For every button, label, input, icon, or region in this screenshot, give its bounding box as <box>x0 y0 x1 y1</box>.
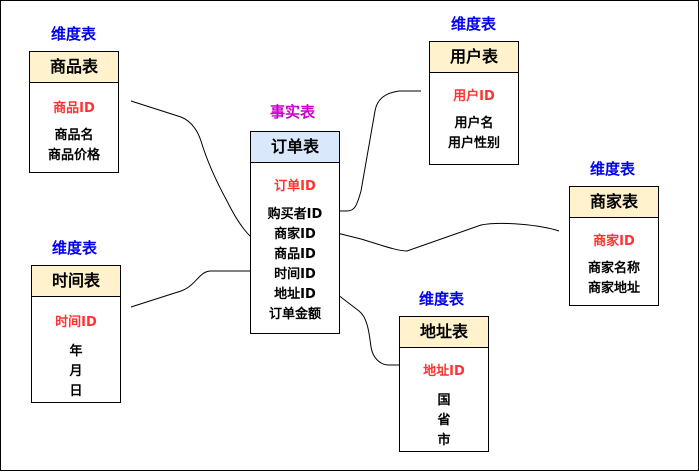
foreign-key-goods: 商品ID <box>274 247 316 262</box>
relation-goods-order <box>130 100 270 250</box>
primary-key: 商品ID <box>53 101 95 116</box>
relation-user-order <box>333 90 421 212</box>
primary-key: 时间ID <box>55 315 97 330</box>
primary-key: 订单ID <box>274 179 316 194</box>
dimension-label-time: 维度表 <box>52 239 98 257</box>
table-title: 时间表 <box>32 266 120 297</box>
dimension-label-goods: 维度表 <box>51 25 97 43</box>
attribute-field: 用户名 <box>454 116 494 131</box>
fact-table-order: 订单表 订单ID 购买者ID 商家ID 商品ID 时间ID 地址ID 订单金额 <box>250 131 340 334</box>
dimension-label-merchant: 维度表 <box>590 160 636 178</box>
attribute-field: 省 <box>437 413 451 428</box>
dimension-table-merchant: 商家表 商家ID 商家名称 商家地址 <box>569 186 659 306</box>
dimension-table-address: 地址表 地址ID 国 省 市 <box>399 316 489 452</box>
measure-amount: 订单金额 <box>268 307 321 322</box>
dimension-table-user: 用户表 用户ID 用户名 用户性别 <box>429 41 519 165</box>
foreign-key-address: 地址ID <box>274 287 316 302</box>
primary-key: 商家ID <box>593 234 635 249</box>
attribute-field: 商家地址 <box>587 281 640 296</box>
table-title: 商品表 <box>30 52 118 83</box>
attribute-field: 国 <box>437 393 451 408</box>
attribute-field: 商家名称 <box>587 261 640 276</box>
relation-time-order <box>130 270 269 308</box>
attribute-field: 商品价格 <box>47 148 100 163</box>
attribute-field: 市 <box>437 433 451 448</box>
foreign-key-buyer: 购买者ID <box>267 207 323 222</box>
foreign-key-time: 时间ID <box>274 267 316 282</box>
attribute-field: 商品名 <box>54 128 94 143</box>
attribute-field: 日 <box>69 384 83 399</box>
primary-key: 地址ID <box>423 364 465 379</box>
table-title: 地址表 <box>400 317 488 348</box>
attribute-field: 月 <box>69 364 83 379</box>
relation-merchant-order <box>332 222 560 252</box>
dimension-label-address: 维度表 <box>419 290 465 308</box>
relation-address-order <box>332 290 399 366</box>
table-title: 订单表 <box>251 132 339 163</box>
primary-key: 用户ID <box>453 89 495 104</box>
dimension-label-user: 维度表 <box>451 15 497 33</box>
dimension-table-time: 时间表 时间ID 年 月 日 <box>31 265 121 403</box>
table-title: 商家表 <box>570 187 658 218</box>
foreign-key-merchant: 商家ID <box>274 227 316 242</box>
table-title: 用户表 <box>430 42 518 73</box>
fact-table-label: 事实表 <box>270 103 316 121</box>
dimension-table-goods: 商品表 商品ID 商品名 商品价格 <box>29 51 119 173</box>
attribute-field: 年 <box>69 344 83 359</box>
attribute-field: 用户性别 <box>447 136 500 151</box>
